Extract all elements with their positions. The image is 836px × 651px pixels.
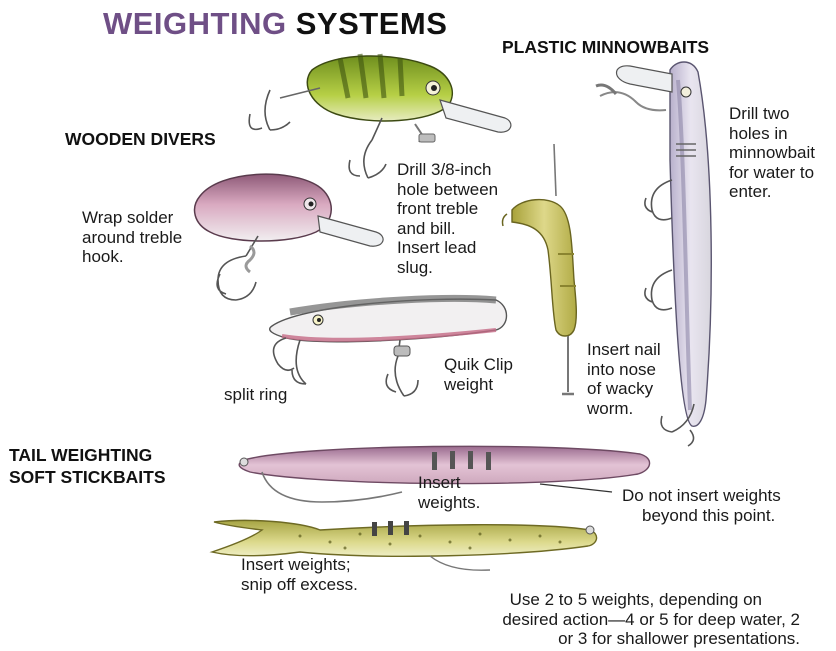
label-insert-weights: Insert weights. bbox=[418, 473, 480, 512]
label-line: Drill 3/8-inch bbox=[397, 160, 498, 180]
label-line: hook. bbox=[82, 247, 182, 267]
label-line: minnowbait bbox=[729, 143, 815, 163]
label-line: Do not insert weights bbox=[622, 486, 781, 506]
label-line: slug. bbox=[397, 258, 498, 278]
wacky-worm bbox=[503, 144, 577, 394]
label-line: enter. bbox=[729, 182, 815, 202]
label-insert-snip: Insert weights; snip off excess. bbox=[241, 555, 358, 594]
heading-tail-weighting: TAIL WEIGHTING SOFT STICKBAITS bbox=[9, 444, 166, 488]
label-use-2-to-5: Use 2 to 5 weights, depending on desired… bbox=[502, 590, 800, 649]
label-do-not-insert: Do not insert weights beyond this point. bbox=[622, 486, 781, 525]
page-title: WEIGHTING SYSTEMS bbox=[103, 6, 447, 42]
label-line: and bill. bbox=[397, 219, 498, 239]
label-line: Use 2 to 5 weights, depending on bbox=[502, 590, 800, 610]
label-line: hole between bbox=[397, 180, 498, 200]
label-line: or 3 for shallower presentations. bbox=[502, 629, 800, 649]
label-line: beyond this point. bbox=[622, 506, 781, 526]
label-line: for water to bbox=[729, 163, 815, 183]
label-line: Wrap solder bbox=[82, 208, 182, 228]
label-split-ring: split ring bbox=[224, 385, 287, 405]
label-wrap-solder: Wrap solder around treble hook. bbox=[82, 208, 182, 267]
label-line: holes in bbox=[729, 124, 815, 144]
pink-wooden-diver bbox=[195, 174, 384, 300]
label-line: desired action—4 or 5 for deep water, 2 bbox=[502, 610, 800, 630]
label-line: snip off excess. bbox=[241, 575, 358, 595]
label-line: worm. bbox=[587, 399, 661, 419]
heading-tail-weighting-line-1: TAIL WEIGHTING bbox=[9, 444, 166, 466]
title-part-2: SYSTEMS bbox=[296, 6, 448, 41]
label-quik-clip-weight: Quik Clip weight bbox=[444, 355, 513, 394]
label-insert-nail: Insert nail into nose of wacky worm. bbox=[587, 340, 661, 418]
label-drill-two-holes: Drill two holes in minnowbait for water … bbox=[729, 104, 815, 202]
heading-wooden-divers: WOODEN DIVERS bbox=[65, 128, 216, 150]
label-line: front treble bbox=[397, 199, 498, 219]
label-line: into nose bbox=[587, 360, 661, 380]
label-line: Insert lead bbox=[397, 238, 498, 258]
title-part-1: WEIGHTING bbox=[103, 6, 287, 41]
heading-tail-weighting-line-2: SOFT STICKBAITS bbox=[9, 466, 166, 488]
label-line: Insert bbox=[418, 473, 480, 493]
label-drill-3-8-inch: Drill 3/8-inch hole between front treble… bbox=[397, 160, 498, 277]
heading-plastic-minnowbaits: PLASTIC MINNOWBAITS bbox=[502, 36, 709, 58]
label-line: Quik Clip bbox=[444, 355, 513, 375]
label-line: weight bbox=[444, 375, 513, 395]
label-line: Insert weights; bbox=[241, 555, 358, 575]
label-line: around treble bbox=[82, 228, 182, 248]
label-line: Drill two bbox=[729, 104, 815, 124]
label-line: Insert nail bbox=[587, 340, 661, 360]
label-line: weights. bbox=[418, 493, 480, 513]
label-line: of wacky bbox=[587, 379, 661, 399]
